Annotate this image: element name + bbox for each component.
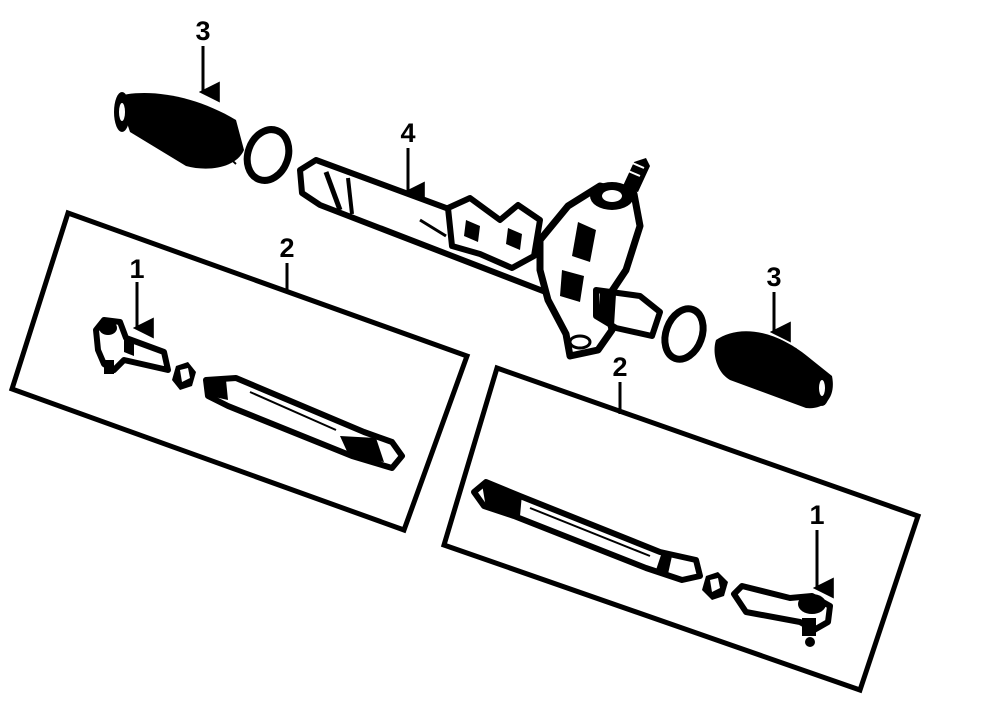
tie-rod-end-left bbox=[93, 317, 171, 374]
kit-box-left bbox=[8, 209, 471, 534]
callout-rack: 4 bbox=[400, 118, 415, 148]
inner-tie-rod-left bbox=[203, 375, 405, 471]
callout-kit-left: 2 bbox=[279, 233, 294, 263]
callout-boot-left: 3 bbox=[195, 16, 210, 46]
callout-tie-end-right: 1 bbox=[809, 500, 824, 530]
clamp-ring-right bbox=[661, 305, 707, 363]
jam-nut-right bbox=[702, 572, 728, 600]
callout-boot-right: 3 bbox=[766, 262, 781, 292]
callout-tie-end-left: 1 bbox=[129, 254, 144, 284]
dust-boot-left bbox=[114, 92, 244, 169]
dust-boot-right bbox=[714, 331, 833, 409]
clamp-ring-left bbox=[243, 126, 293, 184]
jam-nut-left bbox=[172, 362, 196, 390]
tie-rod-end-right bbox=[731, 583, 833, 647]
kit-box-right bbox=[440, 364, 922, 694]
inner-tie-rod-right bbox=[471, 479, 703, 583]
rack-housing bbox=[297, 157, 663, 360]
callout-kit-right: 2 bbox=[612, 352, 627, 382]
